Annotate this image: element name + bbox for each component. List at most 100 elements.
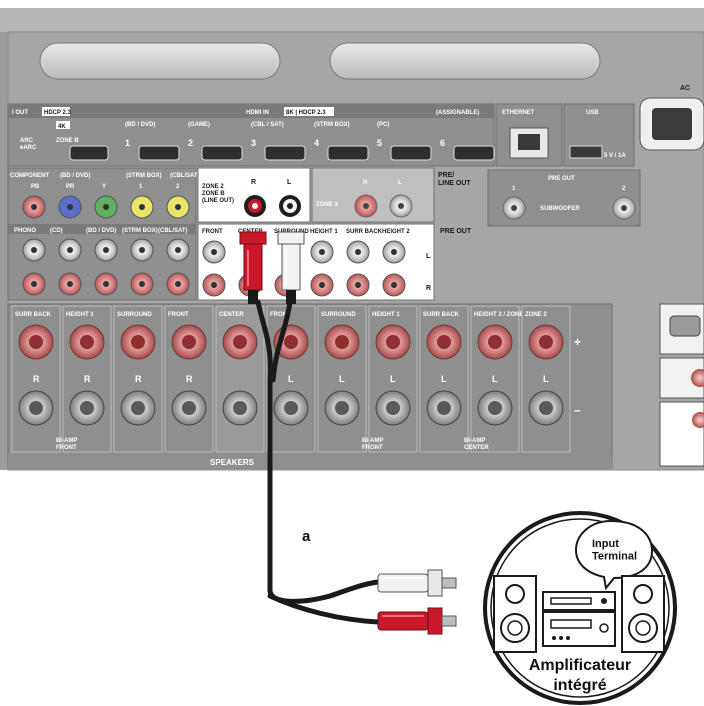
speaker-plus-hole-0 [29, 335, 43, 349]
audio-in-l-pin-4 [175, 247, 181, 253]
audio-in-l-pin-2 [103, 247, 109, 253]
speaker-label-10: ZONE 2 [525, 312, 547, 318]
hdmi-in-num-1: 1 [125, 138, 130, 148]
speaker-lr-3: R [186, 374, 193, 384]
video-2: 2 [176, 184, 180, 190]
video-group-a: (STRM BOX) [126, 173, 162, 179]
speaker-minus-hole-4 [233, 401, 247, 415]
speaker-plus-hole-3 [182, 335, 196, 349]
speaker-plus-hole-10 [539, 335, 553, 349]
hdmi-in-port-6[interactable] [453, 145, 495, 161]
audio-input-label-1: (CD) [50, 228, 63, 234]
pre-out-l: L [426, 253, 431, 260]
pre-out-sub-label: PRE OUT [548, 176, 575, 182]
preout-l-pin-4 [355, 249, 361, 255]
audio-in-r-pin-3 [139, 281, 145, 287]
hdmi-in-source-1: (BD / DVD) [125, 122, 155, 128]
audio-in-l-pin-3 [139, 247, 145, 253]
hdmi-in-port-5[interactable] [390, 145, 432, 161]
speaker-minus-hole-9 [488, 401, 502, 415]
component-label: COMPONENT [10, 173, 49, 179]
hdmi-in-source-2: (GAME) [188, 122, 210, 128]
video-1: 1 [139, 184, 143, 190]
speaker-plus-hole-2 [131, 335, 145, 349]
speaker-label-2: SURROUND [117, 312, 152, 318]
red-plug-amplifier [377, 607, 457, 635]
video-2-jack-pin [175, 204, 181, 210]
hdmi-in-num-2: 2 [188, 138, 193, 148]
red-plug-receiver [239, 231, 267, 304]
ac-inlet: AC [639, 85, 704, 151]
speaker-plus-hole-1 [80, 335, 94, 349]
pre-out-label: PRE OUT [440, 228, 472, 235]
preout-r-pin-4 [355, 282, 361, 288]
audio-input-label-3: (STRM BOX) [122, 228, 158, 234]
audio-in-l-pin-0 [31, 247, 37, 253]
hdmi-out-port[interactable] [69, 145, 109, 161]
subwoofer-section: PRE OUT 1 2 SUBWOOFER [487, 169, 641, 227]
speaker-minus-hole-1 [80, 401, 94, 415]
speaker-label-9: HEIGHT 2 / ZONE B [474, 312, 530, 318]
amplifier-name-line1: Amplificateur [529, 657, 631, 674]
speaker-label-6: SURROUND [321, 312, 356, 318]
rs232-port[interactable] [669, 315, 701, 337]
hdmi-in-num-4: 4 [314, 138, 319, 148]
zone3-l: L [398, 180, 402, 186]
hdmi-section: I OUT HDCP 2.3 HDMI IN 8K | HDCP 2.3 (AS… [7, 103, 495, 167]
hdmi-in-num-3: 3 [251, 138, 256, 148]
speaker-lr-10: L [543, 374, 549, 384]
preout-label-0: FRONT [202, 229, 223, 235]
amplifier-unit-icon [542, 591, 616, 647]
audio-in-r-pin-4 [175, 281, 181, 287]
speaker-plus-hole-7 [386, 335, 400, 349]
hdmi-in-port-4[interactable] [327, 145, 369, 161]
hdmi-in-num-6: 6 [440, 138, 445, 148]
hdmi-in-badge2: (ASSIGNABLE) [436, 110, 479, 116]
hdmi-in-port-1[interactable] [138, 145, 180, 161]
speaker-plus-hole-8 [437, 335, 451, 349]
preout-label-3: HEIGHT 1 [310, 229, 338, 235]
speaker-lr-7: L [390, 374, 396, 384]
speaker-label-3: FRONT [168, 312, 189, 318]
preout-r-pin-5 [391, 282, 397, 288]
ac-label: AC [680, 85, 690, 92]
speaker-lr-0: R [33, 374, 40, 384]
speaker-minus-hole-8 [437, 401, 451, 415]
speaker-minus-hole-0 [29, 401, 43, 415]
hdmi-in-label: HDMI IN [246, 110, 269, 116]
hdmi-in-badge: 8K | HDCP 2.3 [286, 110, 326, 116]
hdmi-in-source-4: (STRM BOX) [314, 122, 350, 128]
speaker-left-icon [493, 575, 537, 653]
usb-label: USB [586, 110, 599, 116]
hdmi-in-port-3[interactable] [264, 145, 306, 161]
zone2-r: R [251, 179, 256, 186]
audio-input-label-4: (CBL/SAT) [158, 228, 188, 234]
speaker-minus-hole-10 [539, 401, 553, 415]
comp-pb: PB [31, 184, 40, 190]
preout-label-5: HEIGHT 2 [382, 229, 410, 235]
audio-input-label-2: (BD / DVD) [86, 228, 116, 234]
speaker-minus-hole-3 [182, 401, 196, 415]
speaker-minus-hole-2 [131, 401, 145, 415]
speaker-plus-hole-5 [284, 335, 298, 349]
zone3-label: ZONE 3 [316, 202, 338, 208]
speaker-label-0: SURR BACK [15, 312, 52, 318]
usb-port[interactable] [569, 145, 603, 159]
hdmi-in-port-2[interactable] [201, 145, 243, 161]
input-section: COMPONENT (BD / DVD) PB PR Y (STRM BOX) … [7, 167, 200, 301]
pre-out-r: R [426, 285, 431, 292]
usb-rating: 5 V / 1A [604, 153, 626, 159]
audio-in-r-pin-0 [31, 281, 37, 287]
speaker-label-8: SURR BACK [423, 312, 460, 318]
amplifier-name-line2: intégré [553, 677, 606, 694]
network-section: ETHERNET USB 5 V / 1A [495, 103, 635, 167]
hdcp-out-badge: HDCP 2.3 [44, 110, 72, 116]
plus-sign: + [574, 335, 581, 349]
pr-jack-pin [31, 204, 37, 210]
